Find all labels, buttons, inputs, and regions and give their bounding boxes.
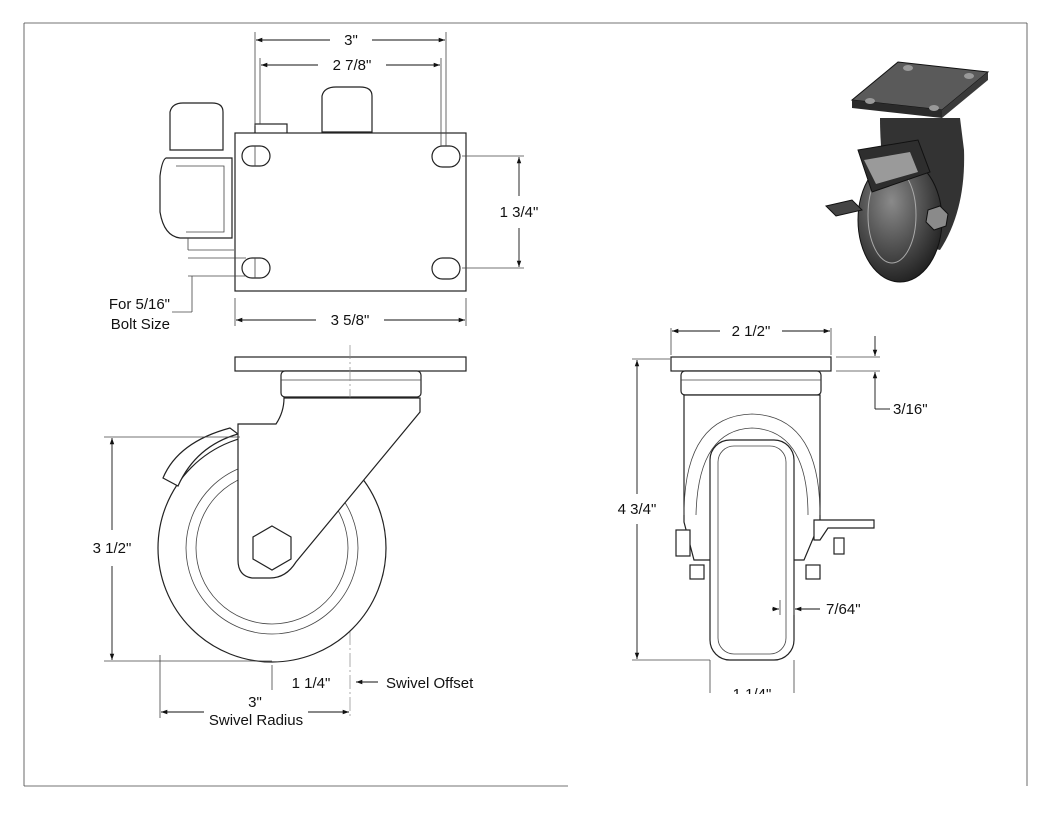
dim-tread-gap: 7/64": [826, 601, 861, 618]
side-dimensions: 2 1/2" 3/16" 4 3/4" 7/64" 1 1/4": [618, 323, 928, 703]
dim-top-width: 3": [344, 32, 358, 49]
bolt-label-2: Bolt Size: [111, 316, 170, 333]
side-view: [632, 328, 880, 693]
dim-swivel-offset-value: 1 1/4": [292, 675, 331, 692]
bolt-label-1: For 5/16": [109, 296, 170, 313]
dim-radius-label: Swivel Radius: [209, 712, 303, 729]
dim-top-height: 1 3/4": [500, 204, 539, 221]
dim-wheel-width-partial: 1 1/4": [733, 686, 772, 703]
dim-plate-thickness: 3/16": [893, 401, 928, 418]
dim-overall-height: 4 3/4": [618, 501, 657, 518]
top-dimensions: 3" 2 7/8" 1 3/4" For 5/16" Bolt Size 3 5…: [109, 32, 539, 333]
dim-radius-value: 3": [248, 694, 262, 711]
dim-wheel-height: 3 1/2": [93, 540, 132, 557]
top-view: [159, 32, 524, 326]
iso-render: [825, 61, 990, 283]
sheet-border: [23, 22, 1028, 787]
dim-swivel-offset-label: Swivel Offset: [386, 675, 474, 692]
dim-plate-width: 3 5/8": [331, 312, 370, 329]
front-dimensions: 3 1/2" 1 1/4" Swivel Offset 3" Swivel Ra…: [93, 438, 474, 729]
top-plate: [234, 132, 467, 292]
dim-wheel-width-clip: 1 1/4": [733, 686, 772, 703]
dim-side-width: 2 1/2": [732, 323, 771, 340]
front-view: [104, 345, 467, 718]
dim-top-inner: 2 7/8": [333, 57, 372, 74]
